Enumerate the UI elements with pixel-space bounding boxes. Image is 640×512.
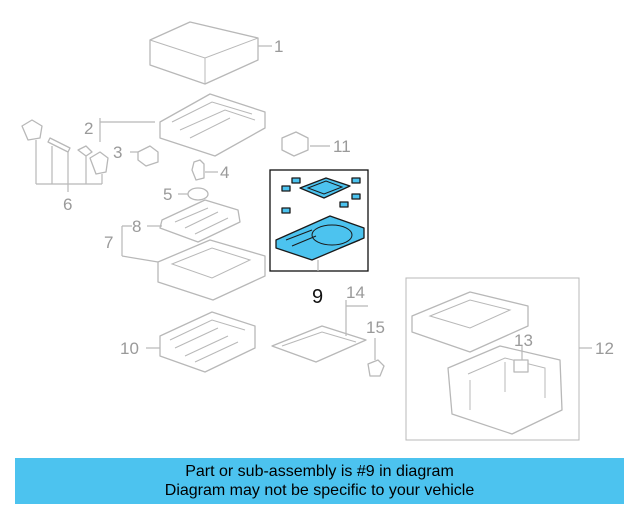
callout-6: 6: [63, 195, 72, 214]
highlight-pads: [281, 177, 361, 214]
caption-line-1: Part or sub-assembly is #9 in diagram: [185, 463, 454, 480]
parts-diagram: 1 2 3 4 5 6 8: [21, 21, 614, 441]
part-4-clip: 4: [191, 159, 229, 182]
part-1-armrest-lid: 1: [149, 21, 283, 85]
part-10-lower-frame: 10: [120, 311, 256, 373]
highlight-bottom-plate: [275, 215, 365, 261]
part-11-connector: 11: [281, 131, 351, 157]
callout-3: 3: [113, 143, 122, 162]
part-7-tray: 7: [104, 225, 266, 301]
callout-1: 1: [274, 37, 283, 56]
callout-7: 7: [104, 233, 113, 252]
caption-line-2: Diagram may not be specific to your vehi…: [164, 482, 475, 499]
caption-banner: Part or sub-assembly is #9 in diagram Di…: [15, 458, 624, 504]
callout-13: 13: [514, 331, 533, 350]
part-8-mat: 8: [132, 199, 241, 243]
part-6-hinge-set: 6: [21, 119, 109, 214]
callout-10: 10: [120, 339, 139, 358]
part-12-console-box: 12: [405, 277, 614, 441]
part-14-panel: 14: [271, 283, 368, 363]
part-5-stopper: 5: [163, 185, 209, 204]
part-13-bracket: 13: [513, 331, 533, 373]
callout-15: 15: [366, 318, 385, 337]
callout-12: 12: [595, 339, 614, 358]
callout-8: 8: [132, 217, 141, 236]
callout-11: 11: [333, 137, 351, 156]
callout-5: 5: [163, 185, 172, 204]
callout-14: 14: [346, 283, 365, 302]
part-2-lid-base: 2: [84, 93, 266, 157]
callout-2: 2: [84, 119, 93, 138]
part-15-clip: 15: [366, 318, 385, 377]
callout-9: 9: [312, 286, 323, 308]
part-9-highlighted: 9: [269, 169, 369, 308]
highlight-top-plate: [299, 177, 351, 199]
part-3-latch: 3: [113, 143, 159, 167]
callout-4: 4: [220, 163, 229, 182]
